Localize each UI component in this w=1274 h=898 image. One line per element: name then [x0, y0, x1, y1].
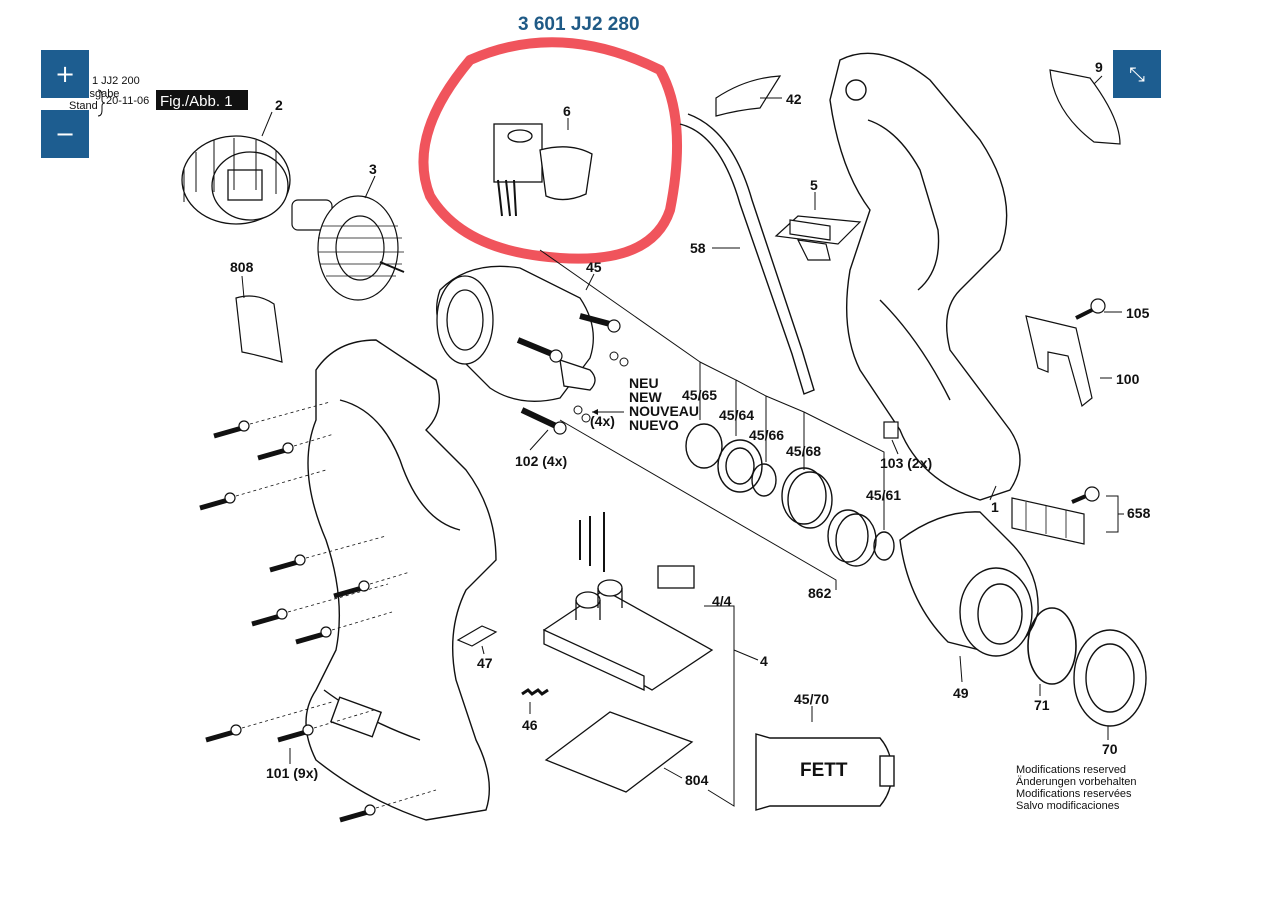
label-3: 3: [369, 161, 377, 177]
part-45-70-grease: [755, 733, 895, 811]
leader-4: [704, 605, 759, 807]
part-658-battery-latch: [1011, 486, 1100, 545]
part-45-gear-housing: [436, 265, 596, 402]
label-42: 42: [786, 91, 802, 107]
new-label-3: NUEVO: [629, 417, 679, 433]
label-45-66: 45/66: [749, 427, 784, 443]
fig-label: Fig./Abb. 1: [160, 93, 233, 110]
label-808: 808: [230, 259, 254, 275]
part-103-screw: [883, 421, 899, 439]
fett-label: FETT: [800, 760, 848, 781]
label-103: 103 (2x): [880, 455, 932, 471]
part-2-field: [181, 135, 291, 225]
leader-862: [559, 419, 837, 590]
label-9: 9: [1095, 59, 1103, 75]
label-45-64: 45/64: [719, 407, 754, 423]
label-102: 102 (4x): [515, 453, 567, 469]
label-4-4: 4/4: [712, 593, 732, 609]
label-45: 45: [586, 259, 602, 275]
part-804-plate: [544, 711, 694, 793]
part-6-switch: [493, 123, 593, 217]
rings-group: [685, 423, 895, 567]
part-58-cable: [679, 113, 815, 395]
header-stand: Stand: [69, 100, 98, 112]
new-label-2: NOUVEAU: [629, 403, 699, 419]
label-45-61: 45/61: [866, 487, 901, 503]
part-100-clip: [1025, 315, 1093, 408]
zoom-in-button[interactable]: +: [41, 50, 89, 98]
part-105-screw: [1075, 298, 1106, 320]
label-5: 5: [810, 177, 818, 193]
new-label-0: NEU: [629, 375, 659, 391]
label-2: 2: [275, 97, 283, 113]
note-0: Modifications reserved: [1016, 764, 1126, 776]
label-45-68: 45/68: [786, 443, 821, 459]
minus-icon: −: [54, 120, 76, 148]
header-brace: [97, 89, 106, 117]
header-ref: 1 JJ2 200: [92, 75, 140, 87]
label-100: 100: [1116, 371, 1140, 387]
highlight-circle: [418, 37, 683, 264]
label-804: 804: [685, 772, 709, 788]
part-1-housing-right: [829, 52, 1021, 501]
label-58: 58: [690, 240, 706, 256]
plus-icon: +: [54, 60, 76, 88]
label-45-70: 45/70: [794, 691, 829, 707]
new-label-1: NEW: [629, 389, 662, 405]
part-71-ring: [1027, 607, 1077, 685]
fit-screen-button[interactable]: ⤡: [1113, 50, 1161, 98]
part-42-label: [715, 75, 782, 117]
part-70-cap: [1073, 629, 1147, 727]
label-70: 70: [1102, 741, 1118, 757]
fig-badge: [156, 90, 248, 110]
part-4-electronics: [542, 512, 714, 692]
small-rings: [573, 351, 629, 423]
part-47-button: [456, 625, 498, 647]
label-49: 49: [953, 685, 969, 701]
diagram-title: 3 601 JJ2 280: [518, 14, 640, 35]
label-45-65: 45/65: [682, 387, 717, 403]
part-9-plate: [1049, 69, 1121, 145]
label-1: 1: [991, 499, 999, 515]
label-658: 658: [1127, 505, 1151, 521]
label-105: 105: [1126, 305, 1150, 321]
part-left-housing: [305, 339, 497, 821]
collapse-arrows-icon: ⤡: [1129, 62, 1145, 86]
leader-lines-rings: [539, 249, 885, 530]
note-2: Modifications reservées: [1016, 788, 1132, 800]
part-808-sheet: [235, 295, 283, 363]
new-arrowhead: [592, 409, 598, 415]
part-101-screws: [199, 420, 376, 823]
label-71: 71: [1034, 697, 1050, 713]
note-1: Änderungen vorbehalten: [1016, 776, 1136, 788]
label-4: 4: [760, 653, 768, 669]
label-46: 46: [522, 717, 538, 733]
label-4x: (4x): [590, 413, 615, 429]
part-5-brush-holder: [774, 215, 862, 261]
zoom-out-button[interactable]: −: [41, 110, 89, 158]
header-date: 20-11-06: [106, 95, 149, 107]
note-3: Salvo modificaciones: [1016, 800, 1120, 812]
part-49-nose: [899, 511, 1039, 657]
part-46-spring: [521, 688, 549, 696]
label-47: 47: [477, 655, 493, 671]
screw-guides: [235, 401, 437, 809]
part-102-screws: [516, 313, 621, 435]
label-101: 101 (9x): [266, 765, 318, 781]
label-6: 6: [563, 103, 571, 119]
part-3-armature: [291, 195, 405, 301]
label-862: 862: [808, 585, 832, 601]
